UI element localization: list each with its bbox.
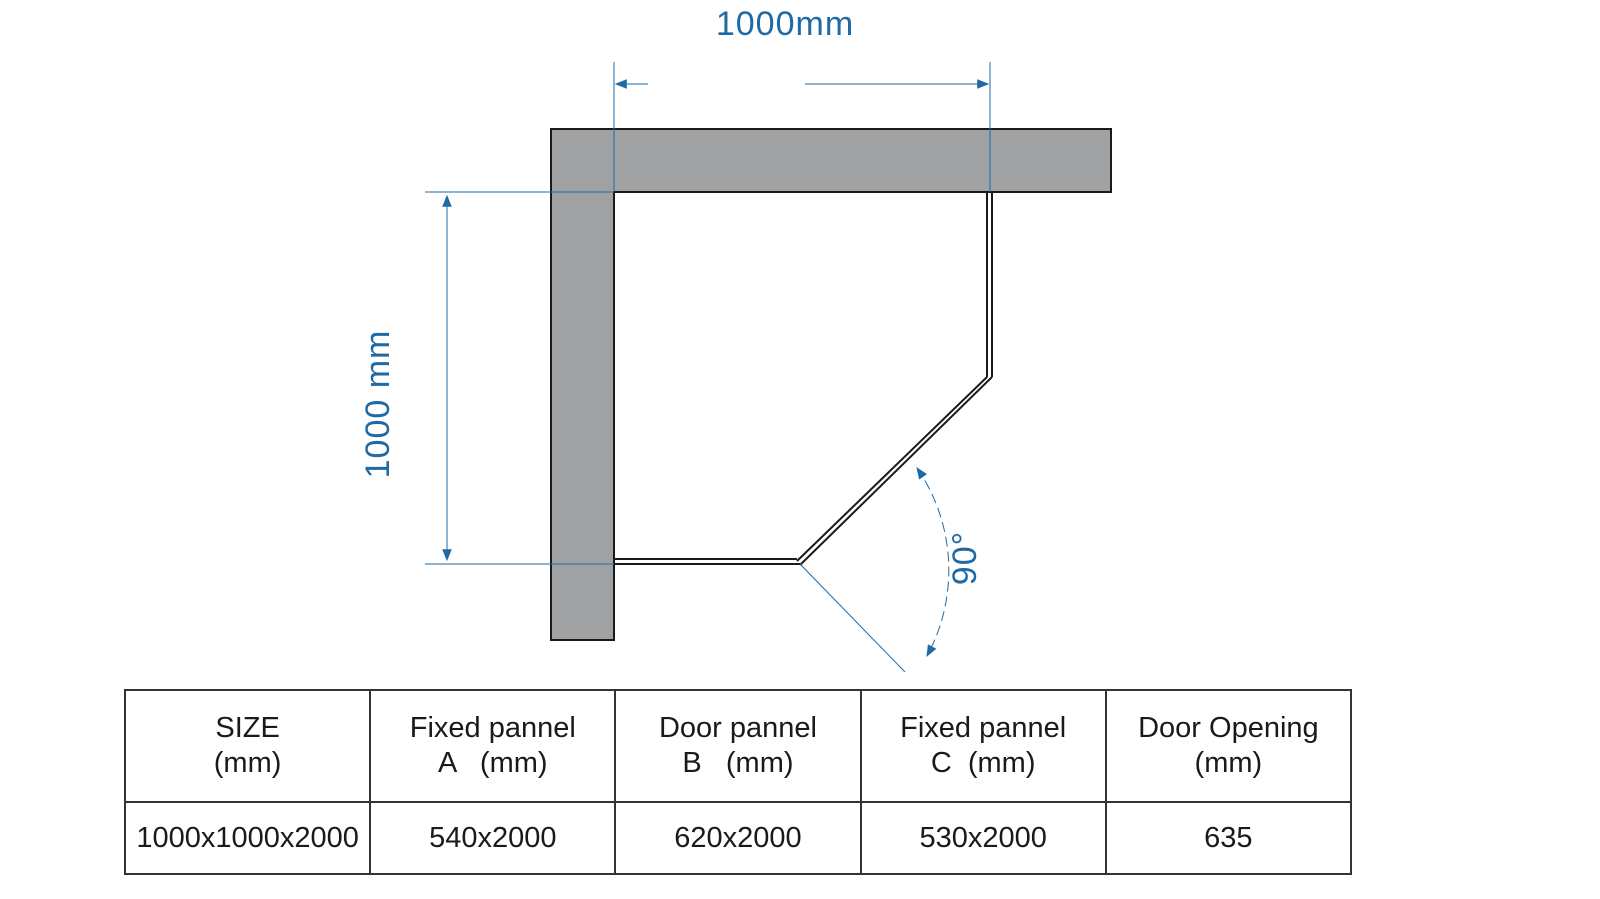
value-fixed-panel-c: 530x2000 — [859, 801, 1107, 875]
table-row: 1000x1000x2000 540x2000 620x2000 530x200… — [123, 801, 1353, 875]
value-door-opening: 635 — [1104, 801, 1353, 875]
width-dimension — [613, 62, 991, 192]
value-size: 1000x1000x2000 — [123, 801, 372, 875]
angle-label: 90° — [946, 531, 984, 585]
header-door-opening: Door Opening(mm) — [1104, 689, 1353, 803]
value-door-panel-b: 620x2000 — [614, 801, 862, 875]
width-label: 1000mm — [716, 5, 854, 43]
door-swing-angle — [799, 467, 950, 673]
value-fixed-panel-a: 540x2000 — [369, 801, 617, 875]
depth-dimension — [425, 191, 614, 565]
header-size: SIZE(mm) — [123, 689, 372, 803]
shower-plan-diagram: 1000mm 1000 mm 90° — [359, 5, 1112, 673]
depth-label: 1000 mm — [359, 330, 397, 479]
fixed-panel-c — [986, 192, 993, 377]
door-panel-b — [796, 376, 993, 566]
fixed-panel-a — [614, 558, 800, 565]
